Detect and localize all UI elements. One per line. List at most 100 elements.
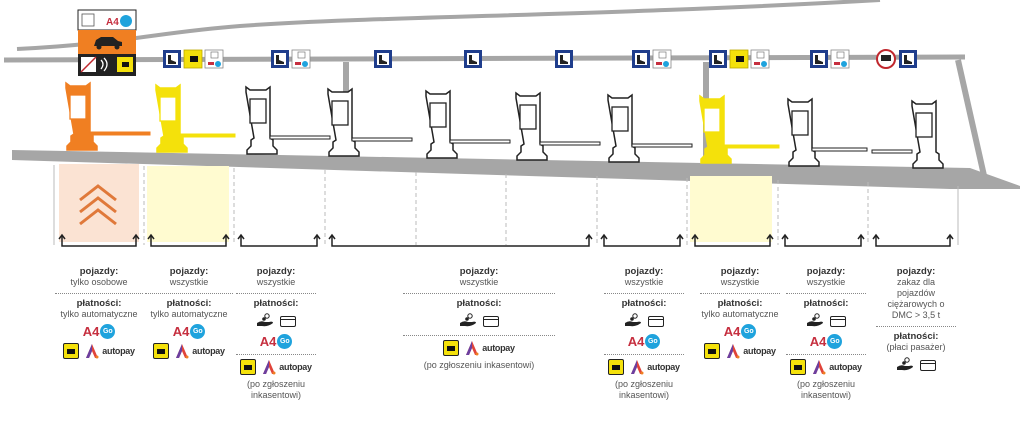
vehicles-value: wszystkie	[624, 277, 664, 287]
overhead-signs	[163, 49, 917, 69]
payments-label: płatności:	[456, 298, 502, 309]
toll-arm	[871, 149, 913, 154]
lane-bracket	[691, 233, 774, 247]
toll-booth	[515, 91, 601, 161]
card-icon	[830, 316, 846, 327]
a4-text: A4	[809, 334, 827, 349]
divider	[604, 293, 684, 294]
card-icon	[920, 360, 936, 371]
express-lane-sign: A4	[77, 9, 137, 76]
viatoll-icon	[704, 343, 721, 359]
lane-bracket	[58, 233, 140, 247]
payment-methods-row	[866, 357, 966, 374]
vehicles-label: pojazdy:	[896, 266, 936, 277]
payments-value: tylko automatyczne	[150, 309, 228, 319]
payment-methods-row	[594, 313, 694, 330]
cashier-sign-icon	[899, 50, 917, 68]
autopay-logo: autopay	[262, 359, 312, 375]
divider	[876, 326, 956, 327]
lane-note: (po zgłoszeniu inkasentowi)	[796, 379, 856, 400]
vehicles-value: wszystkie	[720, 277, 760, 287]
lane-dividers	[53, 165, 959, 245]
a4-text: A4	[723, 324, 741, 339]
viatoll-icon	[608, 359, 625, 375]
electronic-methods-row: autopay	[690, 343, 790, 359]
a4-text: A4	[82, 324, 100, 339]
a4-text: A4	[627, 334, 645, 349]
electronic-methods-row: autopay	[226, 359, 326, 375]
a4-text: A4	[106, 17, 119, 28]
viatoll-icon	[153, 343, 170, 359]
lane-bracket	[237, 233, 321, 247]
payments-label: płatności:	[717, 298, 763, 309]
vehicles-label: pojazdy:	[169, 266, 209, 277]
chevrons-icon	[79, 184, 117, 226]
viatoll-sign-icon	[183, 49, 203, 69]
payments-label: płatności:	[893, 331, 939, 342]
payments-label: płatności:	[76, 298, 122, 309]
electronic-methods-row: autopay	[134, 343, 244, 359]
autopay-a-icon	[263, 360, 276, 375]
payments-value: (płaci pasażer)	[886, 342, 946, 352]
a4go-sign-icon	[652, 49, 672, 69]
payment-methods-row	[776, 313, 876, 330]
payments-label: płatności:	[621, 298, 667, 309]
divider	[403, 335, 555, 336]
electronic-methods-row: autopay	[44, 343, 154, 359]
toll-booth-highlighted	[699, 94, 780, 164]
viatoll-icon	[443, 340, 460, 356]
lane-bracket	[147, 233, 230, 247]
vehicles-label: pojazdy:	[806, 266, 846, 277]
a4go-sign-icon	[204, 49, 224, 69]
go-badge: Go	[277, 334, 293, 349]
toll-booth-highlighted	[65, 81, 151, 151]
go-badge: Go	[645, 334, 661, 349]
autopay-text: autopay	[482, 342, 515, 353]
divider	[403, 293, 555, 294]
go-icon	[120, 15, 132, 27]
lane-note: (po zgłoszeniu inkasentowi)	[246, 379, 306, 400]
autopay-a-icon	[727, 344, 740, 359]
autopay-logo: autopay	[85, 343, 135, 359]
toll-booth	[787, 97, 868, 167]
vehicles-label: pojazdy:	[624, 266, 664, 277]
cash-hand-icon	[624, 313, 642, 330]
cashier-sign-icon	[163, 50, 181, 68]
lane-bracket	[872, 233, 954, 247]
vehicles-label: pojazdy:	[459, 266, 499, 277]
autopay-logo: autopay	[175, 343, 225, 359]
viatoll-icon	[240, 359, 257, 375]
lane-info-8: pojazdy:zakaz dla pojazdów ciężarowych o…	[866, 266, 966, 378]
toll-booth-highlighted	[155, 83, 236, 153]
payments-label: płatności:	[166, 298, 212, 309]
roof-curve	[16, 0, 881, 51]
a4-text: A4	[172, 324, 190, 339]
vehicles-value: tylko osobowe	[70, 277, 128, 287]
divider	[700, 293, 780, 294]
electronic-methods-row: autopay	[384, 340, 574, 356]
autopay-logo: autopay	[812, 359, 862, 375]
go-badge: Go	[100, 324, 116, 339]
cashier-sign-icon	[810, 50, 828, 68]
viatoll-sign-icon	[729, 49, 749, 69]
divider	[786, 293, 866, 294]
a4-text: A4	[259, 334, 277, 349]
payment-methods-row	[384, 313, 574, 330]
divider	[145, 293, 233, 294]
payments-value: tylko automatyczne	[701, 309, 779, 319]
go-badge: Go	[827, 334, 843, 349]
lane-bracket	[781, 233, 865, 247]
cashier-sign-icon	[271, 50, 289, 68]
lane-note: (po zgłoszeniu inkasentowi)	[423, 360, 535, 370]
